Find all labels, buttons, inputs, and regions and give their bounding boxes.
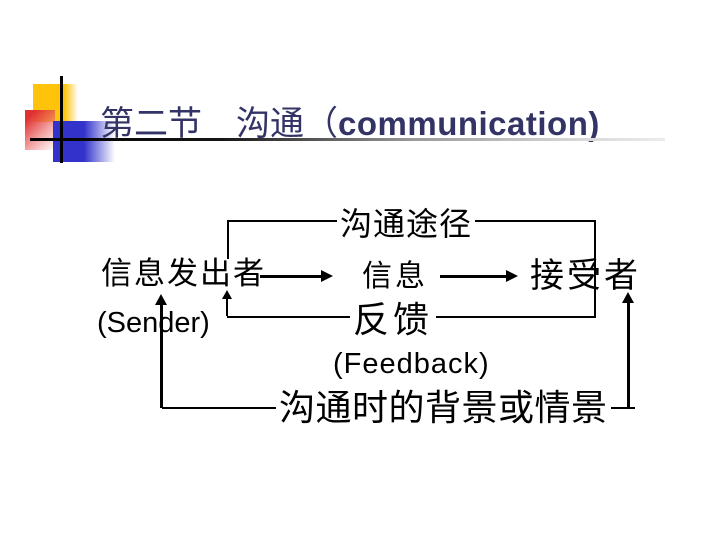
arrow-message-to-receiver-head-icon <box>506 270 518 282</box>
arrow-feedback-to-sender-head-icon <box>222 290 232 299</box>
decoration-red-square <box>25 110 55 150</box>
context-label: 沟通时的背景或情景 <box>276 389 611 428</box>
channel-right-vertical-line <box>594 220 596 318</box>
slide-title-english: communication) <box>338 105 600 142</box>
arrow-feedback-to-sender-shaft <box>226 298 228 316</box>
arrow-message-to-receiver-shaft <box>440 275 506 278</box>
sender-label: 信息发出者 <box>101 256 266 291</box>
receiver-label: 接受者 <box>530 258 641 295</box>
slide-title: 第二节 沟通（communication) <box>100 96 600 145</box>
slide-title-chinese: 第二节 沟通（ <box>100 106 338 143</box>
arrow-context-to-sender-head-icon <box>155 294 167 305</box>
channel-label: 沟通途径 <box>337 207 476 242</box>
message-label: 信息 <box>362 260 428 293</box>
arrow-sender-to-message-head-icon <box>321 270 333 282</box>
arrow-context-to-receiver-shaft <box>627 302 630 408</box>
arrow-context-to-sender-shaft <box>160 304 163 408</box>
decoration-vertical-line <box>60 76 63 163</box>
decoration-blue-square <box>53 121 115 162</box>
feedback-label: 反馈 <box>350 301 437 340</box>
channel-left-tick-line <box>227 220 229 259</box>
arrow-sender-to-message-shaft <box>260 275 321 278</box>
feedback-english-label: (Feedback) <box>333 348 490 380</box>
arrow-context-to-receiver-head-icon <box>622 292 634 303</box>
title-underline-rule <box>30 138 665 141</box>
sender-english-label: (Sender) <box>97 307 210 339</box>
